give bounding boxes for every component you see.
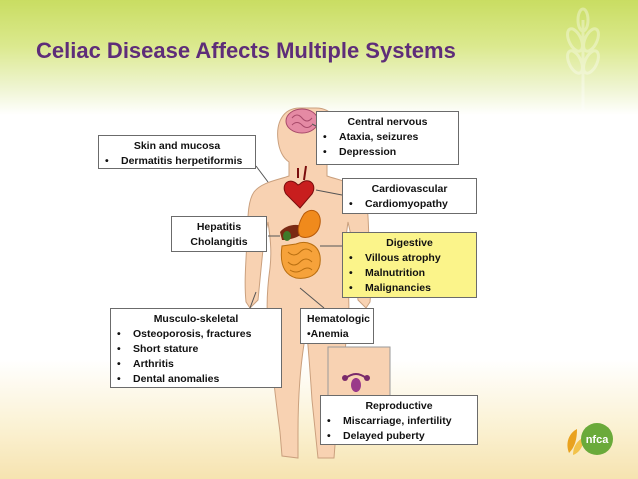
hepatitis-box: Hepatitis Cholangitis — [171, 216, 267, 252]
list-item: Miscarriage, infertility — [327, 414, 471, 429]
central-nervous-box: Central nervous Ataxia, seizures Depress… — [316, 111, 459, 165]
list-item: Malignancies — [349, 281, 470, 296]
logo-circle — [581, 423, 613, 455]
wheat-watermark-icon — [566, 7, 600, 110]
list-item: Malnutrition — [349, 266, 470, 281]
box-heading: Hematologic — [307, 313, 371, 325]
box-heading: Central nervous — [347, 116, 428, 128]
reproductive-box: Reproductive Miscarriage, infertility De… — [320, 395, 478, 445]
box-heading: Skin and mucosa — [133, 140, 221, 152]
logo-text: nfca — [586, 434, 610, 446]
nfca-logo: nfca — [567, 423, 613, 455]
skin-mucosa-box: Skin and mucosa Dermatitis herpetiformis — [98, 135, 256, 169]
brain-organ — [285, 108, 319, 134]
list-item: Dental anomalies — [117, 372, 275, 387]
heart-organ — [283, 165, 315, 209]
intestines-organ — [280, 242, 321, 279]
list-item: Dermatitis herpetiformis — [105, 154, 249, 169]
box-heading: Digestive — [386, 237, 433, 249]
list-item: Cardiomyopathy — [349, 197, 470, 212]
list-item: Osteoporosis, fractures — [117, 327, 275, 342]
list-item: Depression — [323, 145, 452, 160]
list-item: Ataxia, seizures — [323, 130, 452, 145]
stomach-organ — [297, 209, 321, 238]
musculo-skeletal-box: Musculo-skeletal Osteoporosis, fractures… — [110, 308, 282, 388]
box-line: Hepatitis — [196, 221, 242, 233]
page-title: Celiac Disease Affects Multiple Systems — [36, 38, 456, 63]
hematologic-box: Hematologic •Anemia — [300, 308, 374, 344]
list-item: Villous atrophy — [349, 251, 470, 266]
connector-lines — [249, 123, 359, 405]
box-heading: Reproductive — [365, 400, 433, 412]
digestive-box: Digestive Villous atrophy Malnutrition M… — [342, 232, 477, 298]
cardiovascular-box: Cardiovascular Cardiomyopathy — [342, 178, 477, 214]
box-heading: Cardiovascular — [371, 183, 448, 195]
box-line: •Anemia — [307, 328, 349, 340]
list-item: Short stature — [117, 342, 275, 357]
list-item: Arthritis — [117, 357, 275, 372]
box-line: Cholangitis — [190, 236, 248, 248]
list-item: Delayed puberty — [327, 429, 471, 444]
box-heading: Musculo-skeletal — [153, 313, 239, 325]
header-band — [0, 0, 638, 115]
